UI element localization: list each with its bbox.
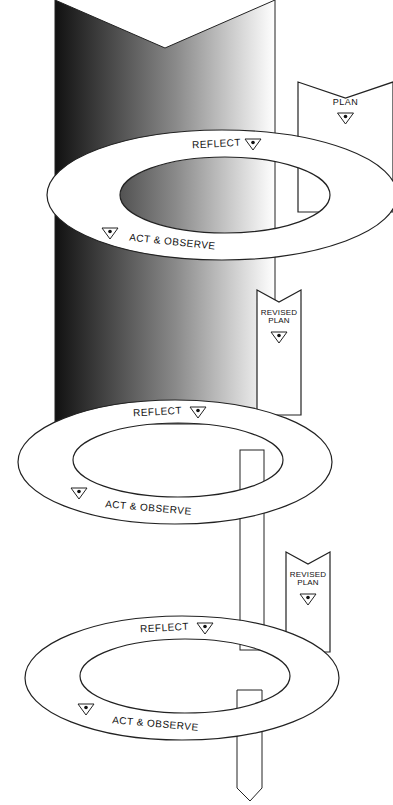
icon-dot xyxy=(77,490,81,494)
icon-triangle xyxy=(197,623,213,634)
eye-triangle-icon xyxy=(102,228,118,239)
plan-label: REVISED PLAN xyxy=(259,309,299,326)
cycle-ring: REFLECTACT & OBSERVE xyxy=(47,130,393,260)
eye-triangle-icon xyxy=(78,704,94,715)
ring-shape xyxy=(25,616,339,740)
icon-triangle xyxy=(338,113,354,124)
eye-triangle-icon xyxy=(300,594,316,605)
ring-outline xyxy=(47,130,393,260)
icon-triangle xyxy=(190,407,206,418)
cycle-ring: REFLECTACT & OBSERVE xyxy=(25,616,339,740)
stage-label: REFLECT xyxy=(133,405,183,418)
ring-shape xyxy=(18,400,332,524)
plan-label: REVISED PLAN xyxy=(288,571,328,588)
eye-triangle-icon xyxy=(197,623,213,634)
icon-triangle xyxy=(271,332,287,343)
icon-triangle xyxy=(78,704,94,715)
icon-triangle xyxy=(102,228,118,239)
spiral-strip xyxy=(240,450,264,650)
eye-triangle-icon xyxy=(245,139,261,150)
stage-label: REFLECT xyxy=(192,137,242,150)
icon-triangle xyxy=(245,139,261,150)
icon-dot xyxy=(306,596,310,600)
icon-triangle xyxy=(300,594,316,605)
icon-triangle xyxy=(71,488,87,499)
cycle-ring: REFLECTACT & OBSERVE xyxy=(18,400,332,524)
icon-dot xyxy=(203,625,207,629)
eye-triangle-icon xyxy=(271,332,287,343)
eye-triangle-icon xyxy=(190,407,206,418)
stage-label: REFLECT xyxy=(140,621,190,634)
icon-dot xyxy=(108,230,112,234)
icon-dot xyxy=(196,409,200,413)
ring-shape xyxy=(47,130,393,260)
icon-dot xyxy=(251,141,255,145)
band-shape xyxy=(257,290,301,415)
icon-dot xyxy=(84,706,88,710)
icon-dot xyxy=(277,334,281,338)
icon-dot xyxy=(344,115,348,119)
plan-band: REVISED PLAN xyxy=(257,290,301,415)
plan-label: PLAN xyxy=(333,98,359,107)
eye-triangle-icon xyxy=(338,113,354,124)
eye-triangle-icon xyxy=(71,488,87,499)
